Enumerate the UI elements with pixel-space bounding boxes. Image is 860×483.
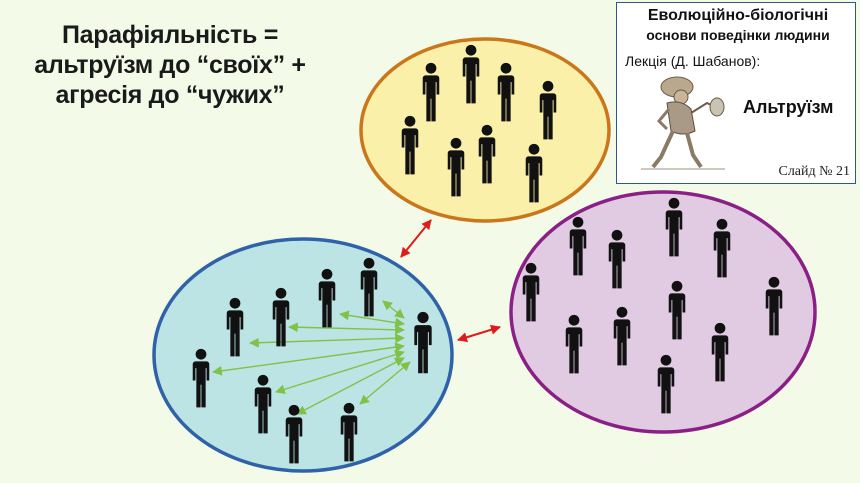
lecture-author: Лекція (Д. Шабанов):	[625, 53, 761, 69]
course-info-box: Еволюційно-біологічні основи поведінки л…	[616, 2, 856, 184]
altruism-arrow	[249, 333, 405, 348]
lecture-topic: Альтруїзм	[743, 97, 834, 117]
course-subtitle: основи поведінки людини	[646, 27, 830, 43]
aggression-arrow-right	[457, 324, 501, 343]
right-group-ellipse	[509, 190, 817, 434]
title-line: Парафіяльність =	[61, 21, 278, 49]
altruism-arrow	[288, 322, 405, 335]
slide-title: Парафіяльність = альтруїзм до “своїх” + …	[20, 20, 320, 110]
altruism-arrow	[359, 361, 411, 405]
aggression-arrow-top	[400, 219, 432, 258]
course-title: Еволюційно-біологічні	[647, 7, 829, 24]
title-line: агресія до “чужих”	[55, 81, 285, 109]
title-line: альтруїзм до “своїх” +	[34, 51, 306, 79]
altruism-arrows	[212, 300, 411, 415]
wanderer-illustration	[641, 76, 725, 170]
slide-number: Слайд № 21	[778, 164, 850, 179]
